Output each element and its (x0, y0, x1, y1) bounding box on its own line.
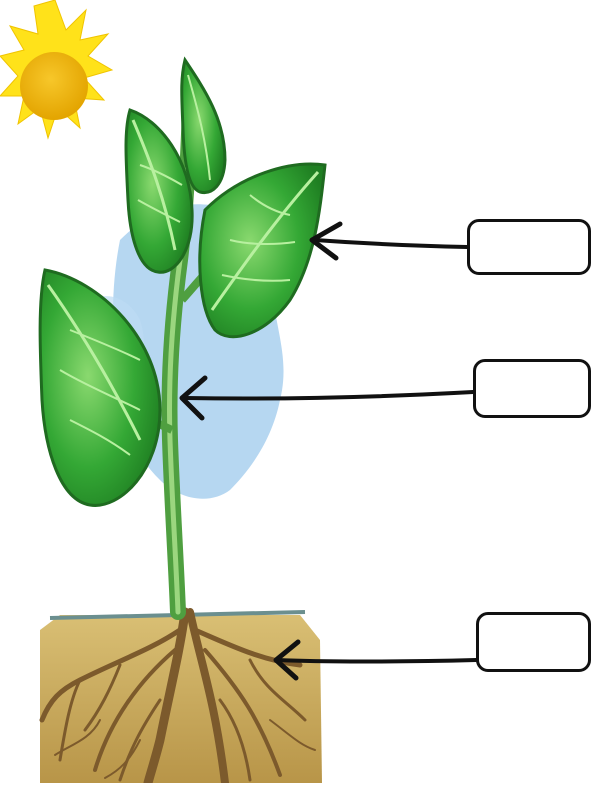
label-box-leaf[interactable] (467, 219, 591, 275)
leaf-right (200, 164, 325, 337)
leaf-top (182, 60, 225, 193)
label-box-root[interactable] (476, 612, 591, 672)
arrow-leaf (312, 224, 467, 258)
label-box-stem[interactable] (473, 359, 591, 418)
sun-icon (0, 0, 112, 138)
